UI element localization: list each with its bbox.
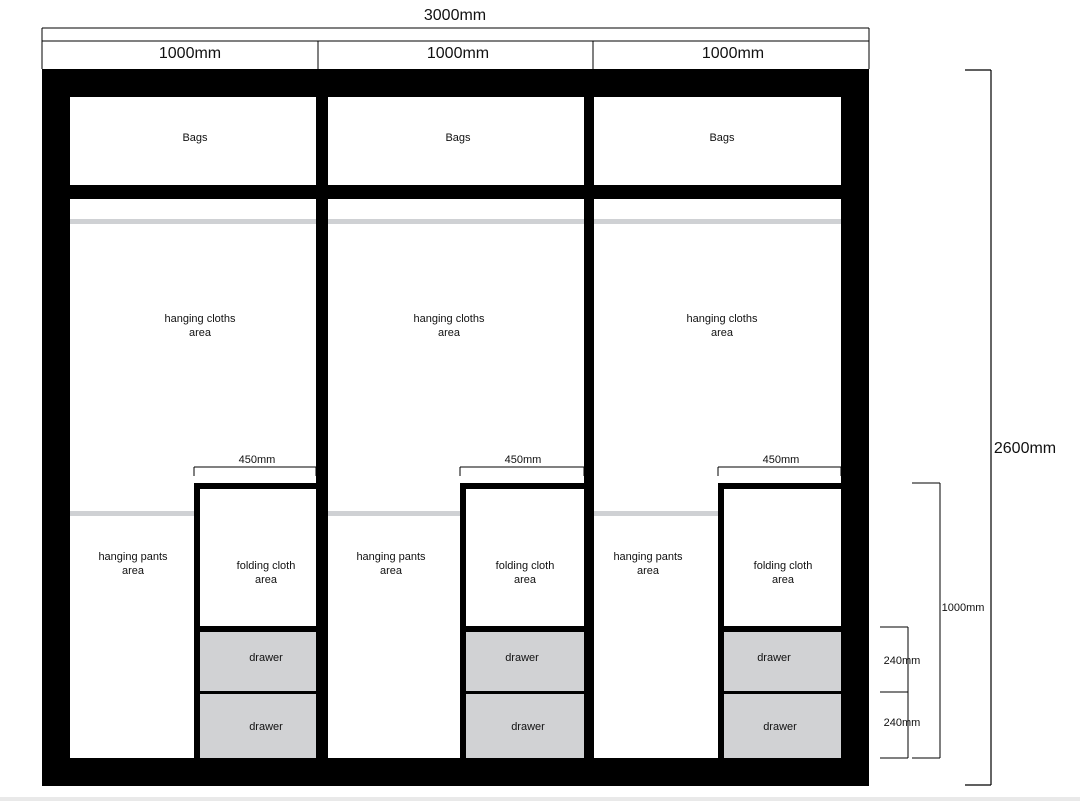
hanging-rail [594,219,841,224]
hanging-pants-label: hanging pants [98,551,168,563]
bags-label: Bags [709,132,735,144]
drawer [200,632,316,691]
drawer [200,694,316,758]
section-3: Bags hanging cloths area hanging pants a… [594,97,842,758]
folding-width-label: 450mm [505,454,542,466]
folding-cloth-label: area [514,574,537,586]
hanging-cloths-label: area [189,327,212,339]
bags-compartment [70,97,316,185]
hanging-pants-label: area [380,565,403,577]
folding-cloth-label: area [255,574,278,586]
drawer-label: drawer [249,721,283,733]
bags-compartment [328,97,584,185]
folding-cloth-shelf [724,489,841,626]
hanging-pants-label: area [637,565,660,577]
folding-width-label: 450mm [763,454,800,466]
drawer-label: drawer [763,721,797,733]
folding-cloth-label: folding cloth [237,560,296,572]
folding-width-label: 450mm [239,454,276,466]
lower-height-label: 1000mm [942,602,985,614]
section-width-label: 1000mm [427,45,489,62]
folding-cloth-shelf [466,489,584,626]
section-width-label: 1000mm [159,45,221,62]
bags-label: Bags [445,132,471,144]
drawer-label: drawer [505,652,539,664]
hanging-cloths-label: hanging cloths [687,313,758,325]
drawer-height-label: 240mm [884,717,921,729]
section-2: Bags hanging cloths area hanging pants a… [328,97,585,758]
section-width-label: 1000mm [702,45,764,62]
bottom-strip [0,797,1080,801]
drawer [724,694,841,758]
total-width-label: 3000mm [424,7,486,24]
drawer-height-label: 240mm [884,655,921,667]
drawer [466,694,584,758]
pants-rail [594,511,718,516]
drawer [466,632,584,691]
hanging-cloths-label: hanging cloths [165,313,236,325]
pants-rail [70,511,194,516]
folding-cloth-label: folding cloth [496,560,555,572]
drawer-label: drawer [757,652,791,664]
total-height-label: 2600mm [994,440,1056,457]
folding-cloth-label: area [772,574,795,586]
section-1: Bags hanging cloths area hanging pants a… [70,97,317,758]
top-dimension: 3000mm 1000mm 1000mm 1000mm [41,7,870,69]
lower-height-dimension: 1000mm [912,482,985,759]
pants-rail [328,511,460,516]
bags-compartment [594,97,841,185]
hanging-rail [70,219,316,224]
folding-cloth-shelf [200,489,316,626]
hanging-pants-label: hanging pants [356,551,426,563]
drawer [724,632,841,691]
drawer-height-dimension: 240mm 240mm [880,626,921,759]
hanging-cloths-label: area [711,327,734,339]
bags-label: Bags [182,132,208,144]
hanging-cloths-label: area [438,327,461,339]
hanging-pants-label: area [122,565,145,577]
hanging-rail [328,219,584,224]
drawer-label: drawer [511,721,545,733]
drawer-label: drawer [249,652,283,664]
total-height-dimension: 2600mm [965,69,1056,786]
hanging-cloths-label: hanging cloths [414,313,485,325]
hanging-pants-label: hanging pants [613,551,683,563]
folding-cloth-label: folding cloth [754,560,813,572]
